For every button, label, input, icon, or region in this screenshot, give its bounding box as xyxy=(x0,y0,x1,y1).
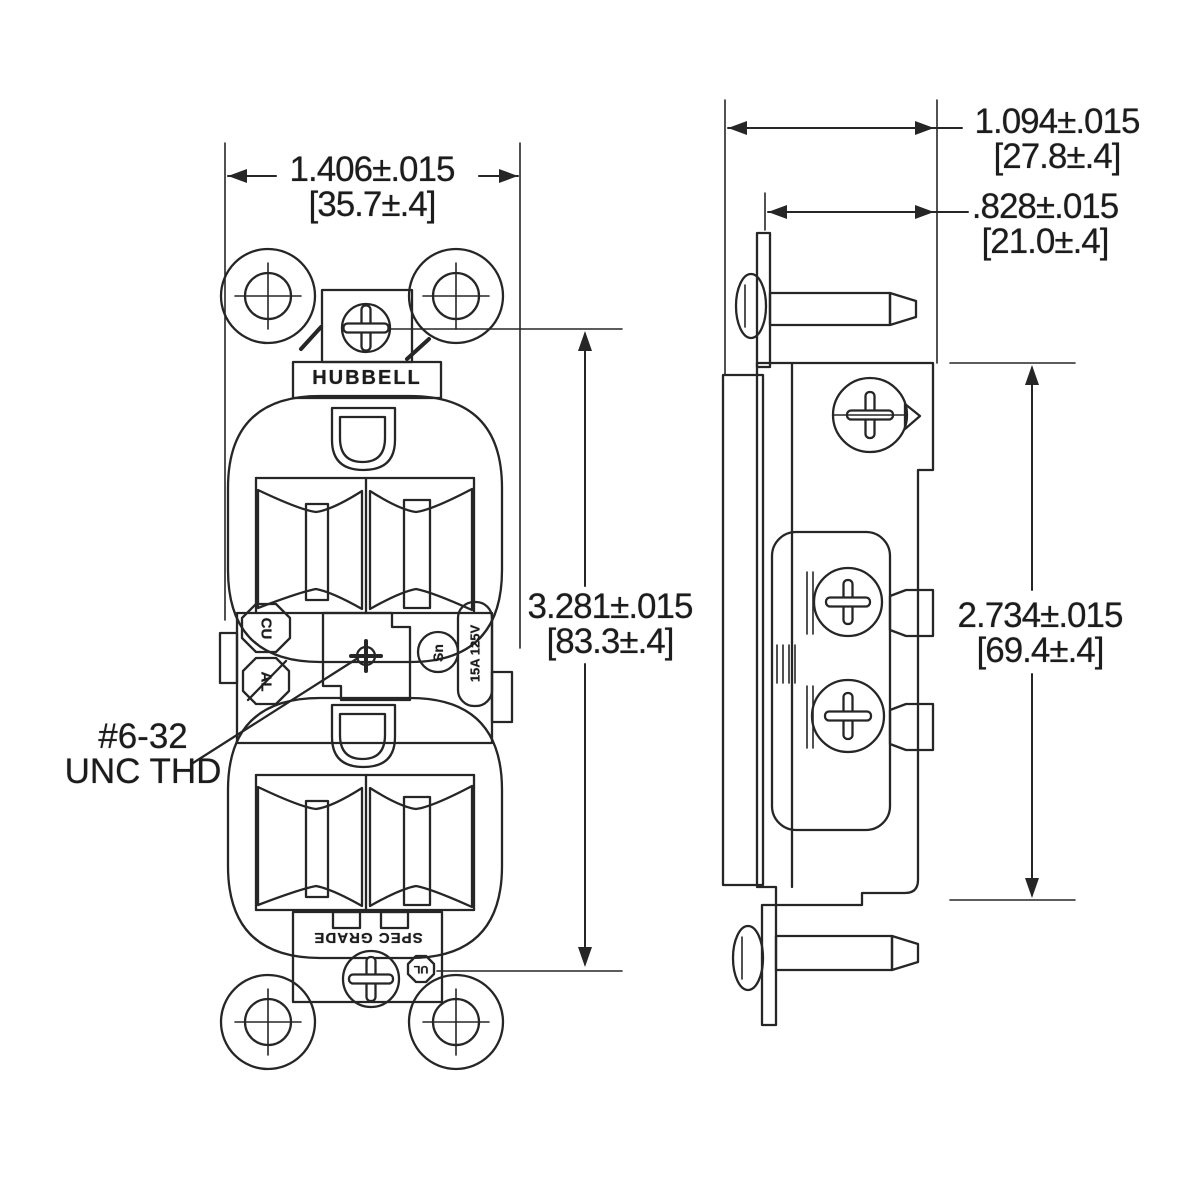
mounting-strap-top xyxy=(299,288,431,364)
receptacle-face-lower xyxy=(226,696,504,960)
front-height-dimension-label: 3.281±.015 [83.3±.4] xyxy=(527,587,694,661)
thread-callout-label: #6-32 UNC THD xyxy=(64,717,222,791)
mounting-screw-top-side xyxy=(734,231,918,369)
copper-badge-label: CU xyxy=(257,617,275,640)
mounting-ears-bottom xyxy=(219,973,505,1071)
copper-badge-octagon xyxy=(240,602,292,654)
terminal-screw-lower xyxy=(810,678,935,754)
rating-label: 15A 125V xyxy=(467,624,483,683)
thread-screw-symbol xyxy=(349,639,383,673)
aluminum-slash xyxy=(246,659,288,702)
tin-badge-label: Sn xyxy=(430,644,446,662)
bottom-bracket xyxy=(291,910,444,1009)
blade-slots-lower xyxy=(256,784,474,909)
mounting-ears-top xyxy=(219,247,505,345)
assembly-screw-side xyxy=(831,376,922,454)
blade-slots-upper xyxy=(256,487,474,612)
mounting-screw-bottom-side xyxy=(731,903,920,1027)
body-height-dimension-label: 2.734±.015 [69.4±.4] xyxy=(957,596,1124,670)
front-width-dimension xyxy=(224,142,521,649)
depth-dimensions xyxy=(724,99,969,376)
grade-label: SPEC GRADE xyxy=(313,929,423,946)
front-view xyxy=(191,142,623,1071)
aluminum-badge-label: AL xyxy=(257,671,275,692)
side-view xyxy=(721,99,1076,1027)
mounting-depth-dimension-label: .828±.015 [21.0±.4] xyxy=(971,187,1119,261)
terminal-block xyxy=(770,530,935,832)
overall-depth-dimension-label: 1.094±.015 [27.8±.4] xyxy=(974,102,1141,176)
center-waist xyxy=(191,600,514,765)
terminal-screw-upper xyxy=(812,566,935,638)
ground-slot-upper xyxy=(330,406,397,472)
listing-badge-octagon xyxy=(406,954,436,984)
phillips-screw-bottom-center xyxy=(341,949,401,1009)
brand-plate xyxy=(291,360,443,400)
side-body xyxy=(721,361,935,907)
rating-plate xyxy=(456,600,494,708)
phillips-screw-top-center xyxy=(340,302,392,354)
aluminum-badge-octagon xyxy=(241,656,291,706)
brand-label: HUBBELL xyxy=(312,367,422,389)
front-width-dimension-label: 1.406±.015 [35.7±.4] xyxy=(289,150,456,224)
center-bracket xyxy=(321,611,412,702)
front-height-dimension xyxy=(389,328,623,972)
ground-slot-lower xyxy=(330,703,397,769)
body-height-dimension xyxy=(949,362,1076,901)
thread-leader-line xyxy=(191,656,360,765)
listing-badge-label: UL xyxy=(413,963,429,975)
